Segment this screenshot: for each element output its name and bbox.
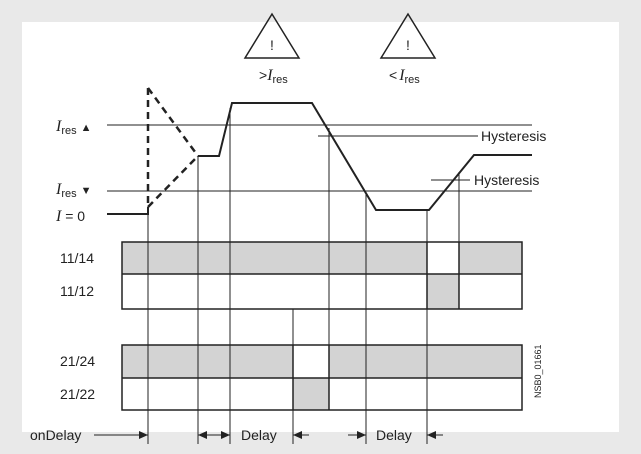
fill-21-24-b xyxy=(329,345,522,378)
on-delay-label: onDelay xyxy=(30,427,81,443)
delay-1-left-arrowhead xyxy=(198,431,207,439)
delay-1-right-arrowhead xyxy=(221,431,230,439)
warning-under-glyph: ! xyxy=(406,37,410,53)
delay-1-label: Delay xyxy=(241,427,277,443)
hysteresis-upper-label: Hysteresis xyxy=(481,128,546,144)
warning-over-label: >Ires xyxy=(259,67,288,86)
diagram-panel xyxy=(22,22,619,432)
contact-label-11-12: 11/12 xyxy=(60,283,94,299)
contact-label-11-14: 11/14 xyxy=(60,250,94,266)
ires-up-label: Ires▲ xyxy=(55,118,92,137)
figure-id: NSB0_01661 xyxy=(533,344,543,398)
current-curve xyxy=(198,102,532,211)
delay-2-left-arrowhead xyxy=(357,431,366,439)
fill-21-22 xyxy=(293,378,329,410)
delay-2-end-arrowhead xyxy=(427,431,436,439)
contact-label-21-22: 21/22 xyxy=(60,386,95,402)
fill-21-24-a xyxy=(122,345,293,378)
current-dashed-decay xyxy=(146,87,200,157)
warning-over-icon: ! xyxy=(243,12,301,59)
time-markers xyxy=(147,108,460,444)
hysteresis-lower-label: Hysteresis xyxy=(474,172,539,188)
fill-11-12 xyxy=(427,274,459,309)
contact-block-1 xyxy=(121,241,523,310)
on-delay-arrowhead xyxy=(139,431,148,439)
warning-under-label: <Ires xyxy=(389,67,420,86)
zero-level-label: I = 0 xyxy=(55,208,85,225)
warning-over-glyph: ! xyxy=(270,37,274,53)
ires-down-label: Ires▼ xyxy=(55,181,92,200)
contact-block-2 xyxy=(121,344,523,411)
fill-11-14-a xyxy=(122,242,427,274)
contact-label-21-24: 21/24 xyxy=(60,353,95,369)
delay-2-label: Delay xyxy=(376,427,412,443)
warning-under-icon: ! xyxy=(379,12,437,59)
fill-11-14-b xyxy=(459,242,522,274)
delay-1-end-arrowhead xyxy=(293,431,302,439)
